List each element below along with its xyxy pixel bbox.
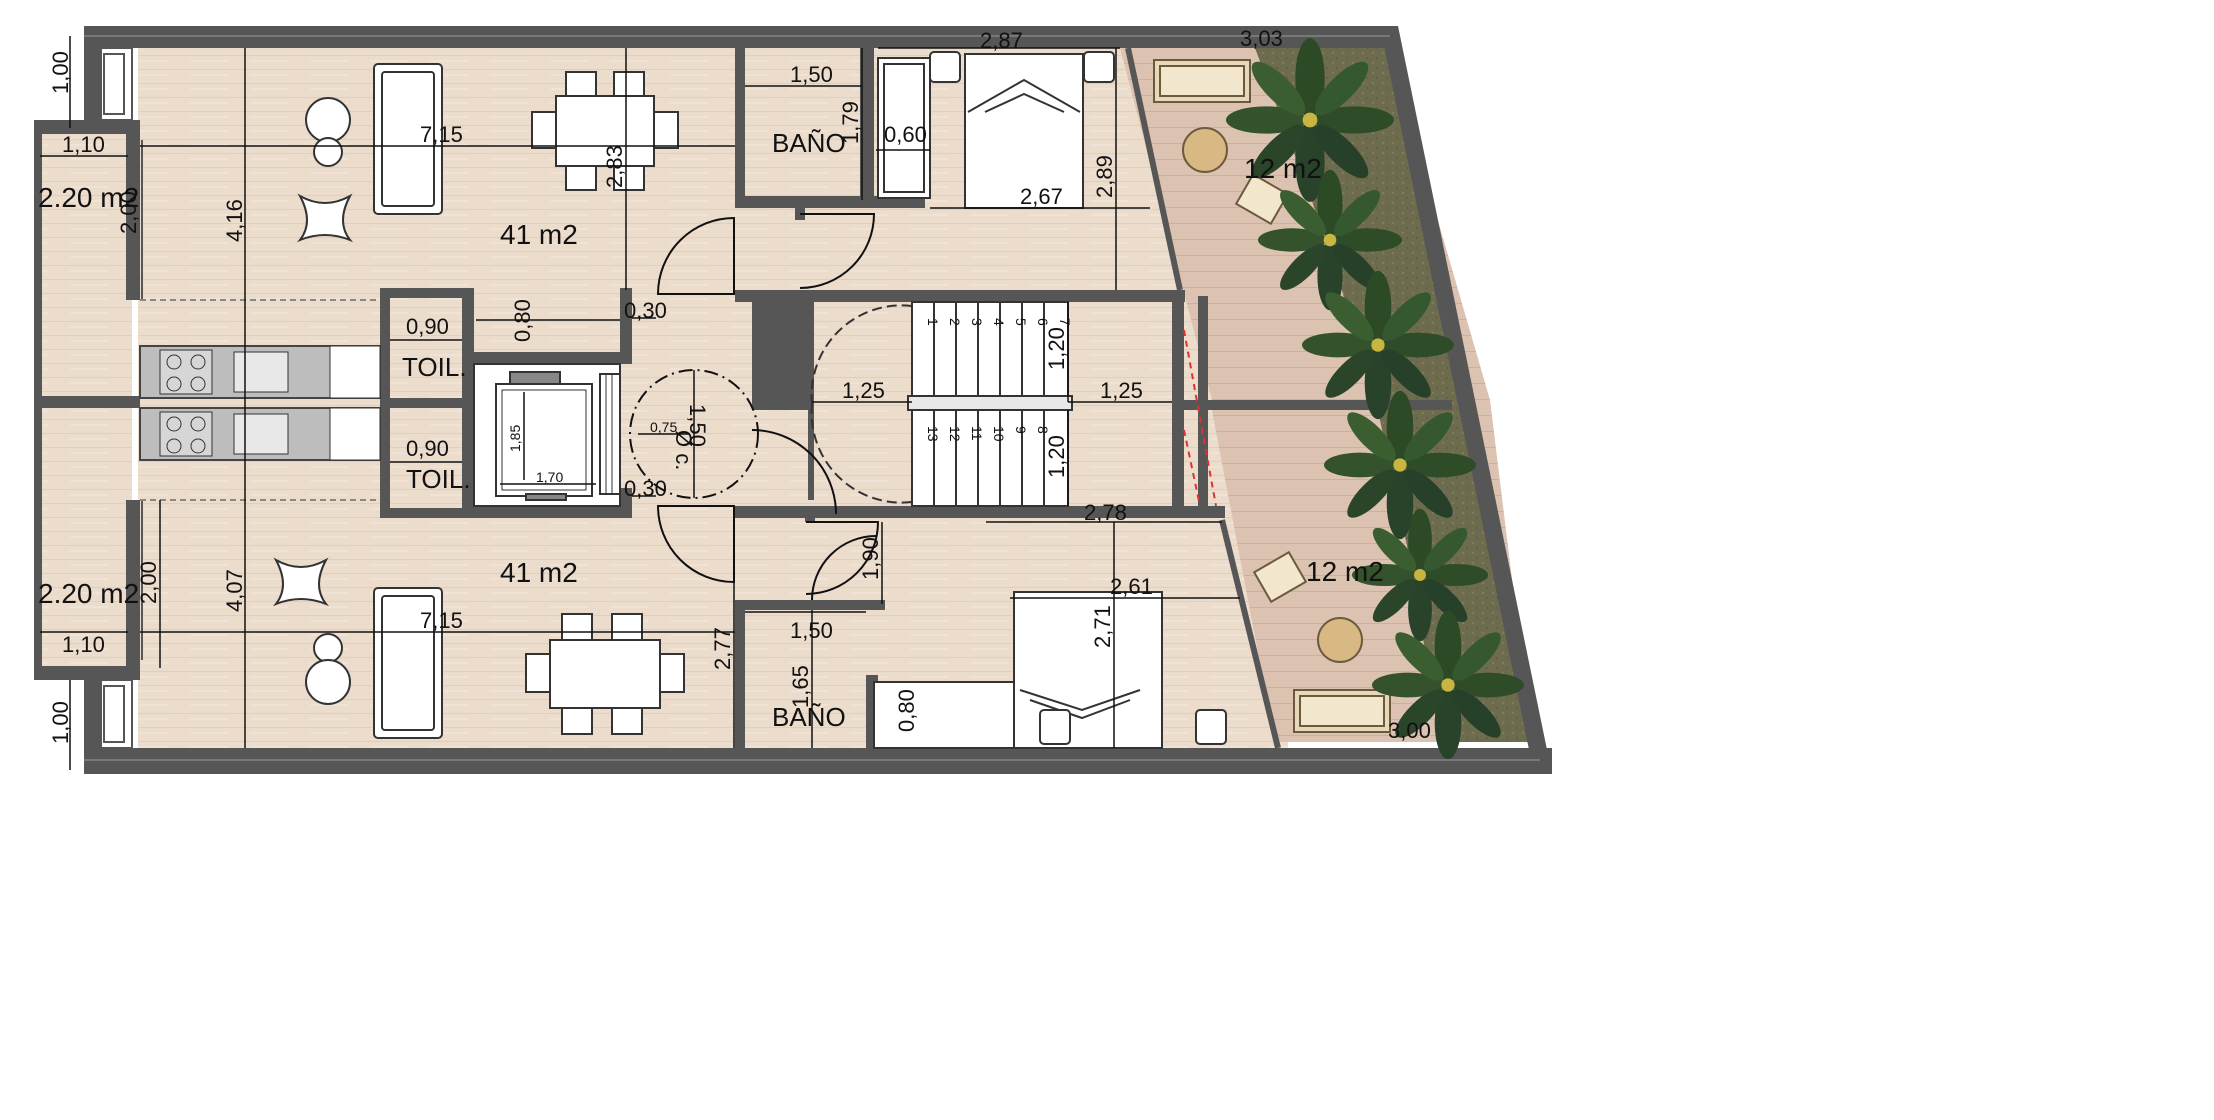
dim-1-50-circle: 1,50 [685,404,710,447]
dim-0-30-bottom: 0,30 [624,476,667,501]
dim-2-89: 2,89 [1092,155,1117,198]
stair-step: 2 [947,318,963,326]
bath-bottom-label: BAÑO [772,702,846,732]
dim-0-90-bottom: 0,90 [406,436,449,461]
dim-1-00-bottom: 1,00 [48,701,73,744]
dim-2-00-bottom: 2,00 [136,561,161,604]
stair-step: 7 [1057,318,1073,326]
kitchen-bottom [139,407,381,461]
dim-1-20-top: 1,20 [1044,327,1069,370]
dim-2-87: 2,87 [980,28,1023,53]
dim-1-85: 1,85 [507,425,523,452]
elevator [473,363,621,507]
dim-0-60: 0,60 [884,122,927,147]
dim-3-03: 3,03 [1240,26,1283,51]
dim-0-30-top: 0,30 [624,298,667,323]
furniture-top [296,51,1115,243]
bath-top-label: BAÑO [772,128,846,158]
stair-step: 11 [969,426,985,441]
stair-step: 10 [991,426,1007,442]
turning-circle [629,369,759,499]
dim-1-50-top: 1,50 [790,62,833,87]
dim-1-90: 1,90 [858,537,883,580]
stair-step: 6 [1035,318,1051,326]
stair-steps-bottom: 13 12 11 10 9 8 [925,426,1051,442]
dim-1-10-top: 1,10 [62,132,105,157]
dim-2-71: 2,71 [1090,605,1115,648]
kitchen-top [139,345,381,399]
dim-1-79: 1,79 [838,101,863,144]
terrace-furniture [1153,59,1391,733]
dim-2-78: 2,78 [1084,500,1127,525]
furniture-bottom [272,557,1227,749]
terrace-top-area: 12 m2 [1244,153,1322,184]
dim-1-10-bottom: 1,10 [62,632,105,657]
windows [84,35,1540,761]
stair-step: 5 [1013,318,1029,326]
dim-1-70: 1,70 [536,469,563,485]
stair-steps-top: 1 2 3 4 5 6 7 [925,318,1073,326]
toilet-bottom-label: TOIL. [406,464,471,494]
living-top-area: 41 m2 [500,219,578,250]
terrace-bottom-area: 12 m2 [1306,556,1384,587]
dim-2-77: 2,77 [710,627,735,670]
living-bottom-area: 41 m2 [500,557,578,588]
dim-7-15-top: 7,15 [420,122,463,147]
dim-0-75: 0,75 [650,419,677,435]
dim-0-80-bottom: 0,80 [894,689,919,732]
labels: 41 m2 41 m2 2.20 m2 2.20 m2 12 m2 12 m2 … [38,26,1431,744]
stair-step: 12 [947,426,963,442]
dim-2-67: 2,67 [1020,184,1063,209]
dim-2-61: 2,61 [1110,574,1153,599]
dim-1-20-bottom: 1,20 [1044,435,1069,478]
dim-1-00-top: 1,00 [48,51,73,94]
dim-1-25-left: 1,25 [842,378,885,403]
stair-step: 8 [1035,426,1051,434]
circle-label: Ø c. [671,430,696,470]
dimension-lines [40,36,1240,770]
dim-0-90-top: 0,90 [406,314,449,339]
balcony-top-area: 2.20 m2 [38,182,139,213]
stair-step: 9 [1013,426,1029,434]
dim-1-65: 1,65 [788,665,813,708]
stair-step: 4 [991,318,1007,326]
dim-7-15-bottom: 7,15 [420,608,463,633]
dim-2-83: 2,83 [602,145,627,188]
toilet-top-label: TOIL. [402,352,467,382]
dim-4-07: 4,07 [222,569,247,612]
dim-0-80-top: 0,80 [510,299,535,342]
stair-step: 1 [925,318,941,326]
dim-1-50-bottom: 1,50 [790,618,833,643]
door-swings [656,213,880,601]
dim-1-25-right: 1,25 [1100,378,1143,403]
balcony-bottom-area: 2.20 m2 [38,578,139,609]
stair-step: 3 [969,318,985,326]
stair-step: 13 [925,426,941,442]
dim-4-16: 4,16 [222,199,247,242]
dim-2-00-top: 2,00 [116,191,141,234]
dim-3-00: 3,00 [1388,718,1431,743]
